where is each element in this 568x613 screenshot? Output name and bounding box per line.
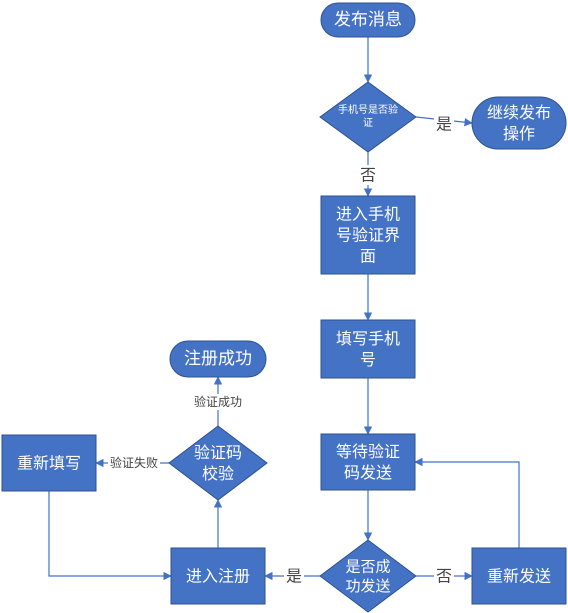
decision-diamond xyxy=(319,539,417,613)
edge-label-no-resend: 否 xyxy=(436,567,452,586)
edge-label-yes-register: 是 xyxy=(286,567,302,586)
node-label-line: 操作 xyxy=(503,124,535,143)
node-label-line: 校验 xyxy=(202,464,234,483)
process-box xyxy=(471,547,567,605)
node-label-line: 是否成 xyxy=(345,557,390,575)
edge-label-backdrop xyxy=(284,566,304,586)
node-label-line: 功发送 xyxy=(345,577,390,595)
edge-label-backdrop xyxy=(358,165,378,185)
node-start: 发布消息 xyxy=(320,2,416,38)
edge-label-backdrop xyxy=(434,566,454,586)
process-box xyxy=(320,195,416,275)
process-box xyxy=(170,547,266,605)
node-label-line: 证 xyxy=(363,117,373,129)
process-box xyxy=(1,434,97,492)
node-label-line: 手机号是否验 xyxy=(338,103,398,116)
node-label-line: 验证码 xyxy=(194,443,242,462)
edge-label-no-verify: 否 xyxy=(360,166,376,185)
edge-resend-to-wait xyxy=(414,457,520,548)
node-label-line: 进入手机 xyxy=(336,205,400,224)
node-label-line: 等待验证 xyxy=(336,442,400,461)
node-label-line: 码发送 xyxy=(344,463,392,482)
node-enter-register: 进入注册 xyxy=(170,547,266,605)
process-box xyxy=(320,319,416,379)
node-resend: 重新发送 xyxy=(471,547,567,605)
node-label-line: 填写手机 xyxy=(336,329,400,348)
node-label-line: 继续发布 xyxy=(487,103,551,122)
node-label-line: 面 xyxy=(360,246,376,265)
node-refill: 重新填写 xyxy=(1,434,97,492)
edge-label-yes-continue: 是 xyxy=(436,115,452,134)
node-label-line: 号 xyxy=(360,350,376,369)
node-label-line: 进入注册 xyxy=(186,567,250,586)
edge-label-backdrop xyxy=(108,455,160,471)
node-register-success: 注册成功 xyxy=(169,340,267,378)
node-label-line: 发布消息 xyxy=(334,10,402,30)
terminator-shape xyxy=(169,340,267,378)
terminator-shape xyxy=(471,96,567,150)
edge-label-backdrop xyxy=(192,394,244,410)
edge-label-verify-ok: 验证成功 xyxy=(194,394,242,409)
edge-label-verify-fail: 验证失败 xyxy=(110,455,158,470)
edge-label-backdrop xyxy=(434,114,454,134)
process-box xyxy=(320,433,416,491)
edge-refill-to-register xyxy=(48,491,172,581)
decision-diamond xyxy=(168,425,268,501)
node-label-line: 重新发送 xyxy=(487,567,551,586)
node-label-line: 重新填写 xyxy=(17,454,81,473)
terminator-shape xyxy=(320,2,416,38)
node-label-line: 号验证界 xyxy=(336,226,400,245)
decision-diamond xyxy=(319,81,417,153)
node-label-line: 注册成功 xyxy=(184,349,252,369)
